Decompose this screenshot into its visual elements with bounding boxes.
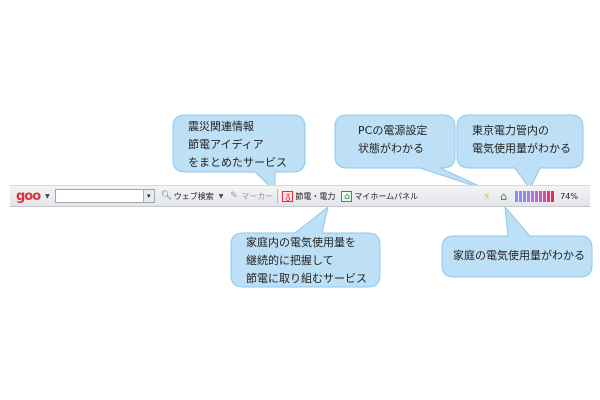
callout-line: 節電アイディア	[188, 138, 264, 151]
callout-bubble-setsuden	[172, 114, 306, 193]
callout-bubble-tepco	[456, 114, 584, 190]
callout-text-setsuden: 震災関連情報 節電アイディア をまとめたサービス	[188, 118, 287, 172]
myhome-panel-button[interactable]: ⌂ マイホームパネル	[341, 190, 419, 202]
callout-line: 東京電力管内の	[472, 124, 549, 137]
home-usage-icon[interactable]: ⌂	[500, 189, 508, 203]
setsuden-label: 節電・電力	[295, 191, 336, 201]
callout-text-home-usage: 家庭の電気使用量がわかる	[453, 247, 585, 265]
web-search-button[interactable]: 🔍︎ ウェブ検索	[161, 191, 214, 202]
myhome-label: マイホームパネル	[354, 191, 419, 201]
goo-logo[interactable]: goo	[16, 188, 41, 204]
logo-dropdown-icon[interactable]: ▼	[45, 192, 50, 200]
callout-bubble-pc-power	[334, 114, 491, 192]
callout-line: PCの電源設定	[358, 124, 428, 137]
tepco-usage-meter[interactable]	[515, 190, 555, 202]
divider	[277, 189, 279, 203]
search-icon: 🔍︎	[160, 190, 173, 201]
callout-line: 状態がわかる	[358, 142, 424, 155]
usage-percent: 74%	[560, 191, 578, 201]
callout-line: をまとめたサービス	[188, 156, 287, 169]
callout-text-tepco: 東京電力管内の 電気使用量がわかる	[472, 122, 571, 158]
marker-label: マーカー	[241, 191, 274, 201]
web-search-label: ウェブ検索	[173, 191, 214, 201]
callout-text-pc-power: PCの電源設定 状態がわかる	[358, 122, 427, 158]
callout-line: 震災関連情報	[188, 120, 254, 133]
callout-line: 節電に取り組むサービス	[246, 272, 367, 285]
web-search-dropdown-icon[interactable]: ▼	[218, 192, 224, 200]
setsuden-icon: ᵹ	[282, 190, 294, 202]
search-input[interactable]: ▾	[54, 189, 155, 203]
pc-power-icon[interactable]: ⚡	[482, 189, 491, 203]
pen-icon: ✎	[230, 190, 238, 201]
setsuden-button[interactable]: ᵹ 節電・電力	[282, 190, 336, 202]
callout-bubble-home-usage	[441, 205, 593, 278]
callout-line: 継続的に把握して	[246, 254, 334, 267]
marker-button[interactable]: ✎ マーカー	[228, 191, 273, 202]
callout-text-myhome: 家庭内の電気使用量を 継続的に把握して 節電に取り組むサービス	[246, 234, 367, 288]
search-dropdown-icon[interactable]: ▾	[142, 190, 154, 202]
callout-bubble-myhome	[230, 205, 381, 288]
goo-toolbar: goo ▼ ▾ 🔍︎ ウェブ検索 ▼ ✎ マーカー ᵹ 節電・電力 ⌂ マイホー…	[10, 185, 590, 207]
callout-line: 電気使用量がわかる	[472, 142, 571, 155]
callout-line: 家庭内の電気使用量を	[246, 236, 356, 249]
callout-line: 家庭の電気使用量がわかる	[453, 249, 585, 262]
home-panel-icon: ⌂	[341, 190, 353, 202]
